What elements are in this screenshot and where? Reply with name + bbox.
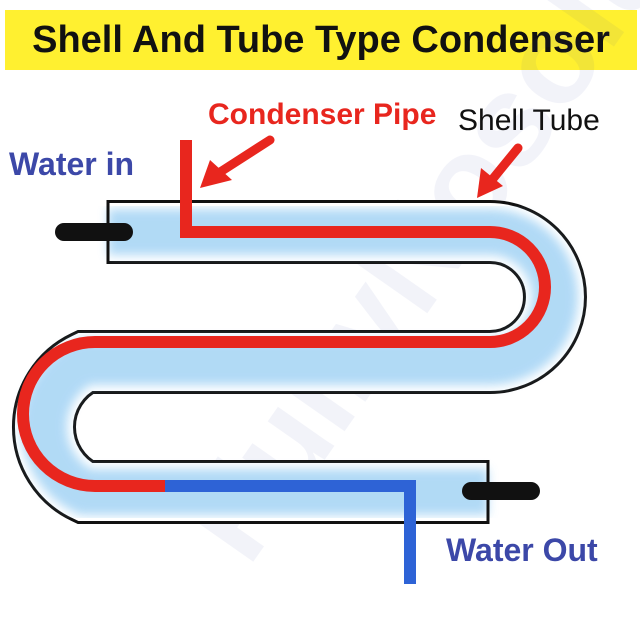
condenser-pipe-label: Condenser Pipe <box>208 98 437 131</box>
water-in-label: Water in <box>9 146 135 182</box>
water-out-nozzle <box>462 482 540 500</box>
shell-tube-label: Shell Tube <box>458 104 600 137</box>
title-banner: Shell And Tube Type Condenser <box>5 10 637 70</box>
condenser-pipe <box>17 140 551 492</box>
diagram-title: Shell And Tube Type Condenser <box>32 18 610 61</box>
water-out-label: Water Out <box>446 532 598 568</box>
shell-tube-arrow <box>477 143 523 198</box>
water-out-pipe <box>165 480 416 584</box>
cooling-water-fill <box>21 209 578 515</box>
condenser-pipe-arrow <box>200 135 275 188</box>
shell-tube <box>12 200 587 524</box>
water-in-nozzle <box>55 223 133 241</box>
